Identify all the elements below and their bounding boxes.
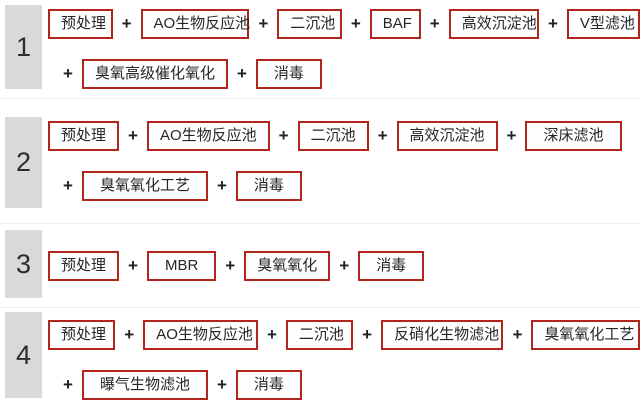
process-step-box: 消毒	[235, 171, 302, 201]
plus-sign: +	[362, 324, 373, 344]
process-step-box: 二沉池	[277, 9, 342, 39]
process-step-box: AO生物反应池	[143, 319, 258, 350]
process-step-box: 二沉池	[297, 121, 369, 151]
row-content: 预处理 + AO生物反应池 + 二沉池 + 高效沉淀池 + 深床滤池 + 臭氧氧化工艺 + 消毒	[42, 99, 640, 223]
plus-sign: +	[216, 374, 227, 394]
plus-sign: +	[121, 14, 132, 33]
plus-sign: +	[124, 324, 135, 344]
row-number-badge: 1	[5, 5, 42, 89]
plus-sign: +	[512, 324, 523, 344]
process-step-box: 反硝化生物滤池	[381, 319, 504, 350]
plus-sign: +	[266, 324, 277, 344]
row-number-badge: 3	[5, 230, 42, 298]
row-number-badge: 2	[5, 117, 42, 208]
process-step-box: 消毒	[358, 250, 425, 281]
plus-sign: +	[63, 176, 73, 195]
process-row-1: 1 预处理 + AO生物反应池 + 二沉池 + BAF + 高效沉淀池 + V型滤池 + 臭氧高级催化氧…	[0, 0, 640, 99]
process-step-box: 臭氧氧化工艺	[81, 171, 208, 201]
plus-sign: +	[63, 374, 73, 394]
process-step-box: MBR	[146, 250, 217, 281]
process-line: 预处理 + MBR + 臭氧氧化 + 消毒	[48, 250, 640, 281]
plus-sign: +	[128, 126, 138, 145]
process-row-4: 4 预处理+AO生物反应池+二沉池+反硝化生物滤池+臭氧氧化工艺+曝气生物滤池+…	[0, 308, 640, 411]
plus-sign: +	[128, 255, 138, 275]
process-line: 预处理 + AO生物反应池 + 二沉池 + 反硝化生物滤池 + 臭氧氧化工艺	[48, 319, 640, 350]
process-step-box: 高效沉淀池	[448, 9, 539, 39]
row-content: 预处理 + MBR + 臭氧氧化 + 消毒	[42, 224, 640, 307]
plus-sign: +	[547, 14, 558, 33]
plus-sign: +	[506, 126, 517, 145]
process-step-box: 高效沉淀池	[396, 121, 498, 151]
process-row-2: 2 预处理 + AO生物反应池 + 二沉池 + 高效沉淀池 + 深床滤池 + 臭氧氧化工艺 + 消毒	[0, 99, 640, 224]
plus-sign: +	[258, 14, 269, 33]
process-row-3: 3 预处理 + MBR + 臭氧氧化 + 消毒	[0, 224, 640, 308]
process-step-box: AO生物反应池	[146, 121, 270, 151]
process-line: + 臭氧高级催化氧化 + 消毒	[48, 59, 640, 89]
plus-sign: +	[377, 126, 388, 145]
process-step-box: 预处理	[48, 319, 116, 350]
process-line: 预处理 + AO生物反应池 + 二沉池 + BAF + 高效沉淀池 + V型滤池	[48, 9, 640, 39]
process-step-box: 臭氧氧化工艺	[531, 319, 640, 350]
plus-sign: +	[339, 255, 350, 275]
process-step-box: 预处理	[48, 250, 120, 281]
process-step-box: BAF	[369, 9, 421, 39]
row-content: 预处理 + AO生物反应池 + 二沉池 + 反硝化生物滤池 + 臭氧氧化工艺 + 曝气生物滤池 + 消毒	[42, 308, 640, 411]
process-line: + 臭氧氧化工艺 + 消毒	[48, 171, 640, 201]
plus-sign: +	[429, 14, 440, 33]
plus-sign: +	[216, 176, 227, 195]
row-number-badge: 4	[5, 312, 42, 398]
process-step-box: 消毒	[235, 369, 302, 400]
plus-sign: +	[63, 64, 73, 83]
process-step-box: 二沉池	[285, 319, 354, 350]
process-step-box: 预处理	[48, 9, 113, 39]
plus-sign: +	[350, 14, 361, 33]
process-step-box: 曝气生物滤池	[81, 369, 208, 400]
process-step-box: 预处理	[48, 121, 120, 151]
process-step-box: 臭氧高级催化氧化	[81, 59, 228, 89]
plus-sign: +	[278, 126, 289, 145]
process-line: + 曝气生物滤池 + 消毒	[48, 369, 640, 400]
process-step-box: 消毒	[255, 59, 322, 89]
process-step-box: 深床滤池	[525, 121, 622, 151]
row-content: 预处理+AO生物反应池+二沉池+BAF+高效沉淀池+V型滤池+臭氧高级催化氧化+…	[42, 0, 640, 98]
plus-sign: +	[236, 64, 247, 83]
process-line: 预处理 + AO生物反应池 + 二沉池 + 高效沉淀池 + 深床滤池	[48, 121, 640, 151]
process-step-box: 臭氧氧化	[244, 250, 331, 281]
process-step-box: AO生物反应池	[140, 9, 250, 39]
plus-sign: +	[225, 255, 236, 275]
process-step-box: V型滤池	[566, 9, 640, 39]
